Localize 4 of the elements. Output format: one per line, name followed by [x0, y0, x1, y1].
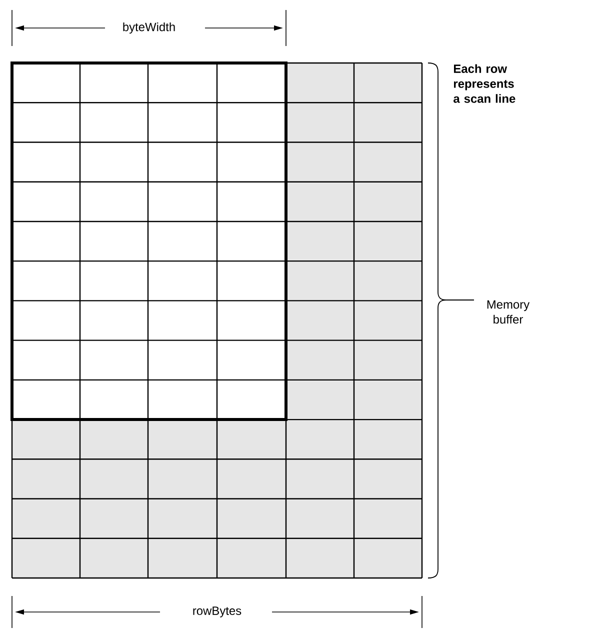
dimension-label: byteWidth — [123, 22, 175, 34]
brace-label: Memory buffer — [487, 300, 530, 324]
dimension-label: rowBytes — [193, 606, 242, 618]
note-text: Each row represents a scan line — [454, 64, 516, 103]
